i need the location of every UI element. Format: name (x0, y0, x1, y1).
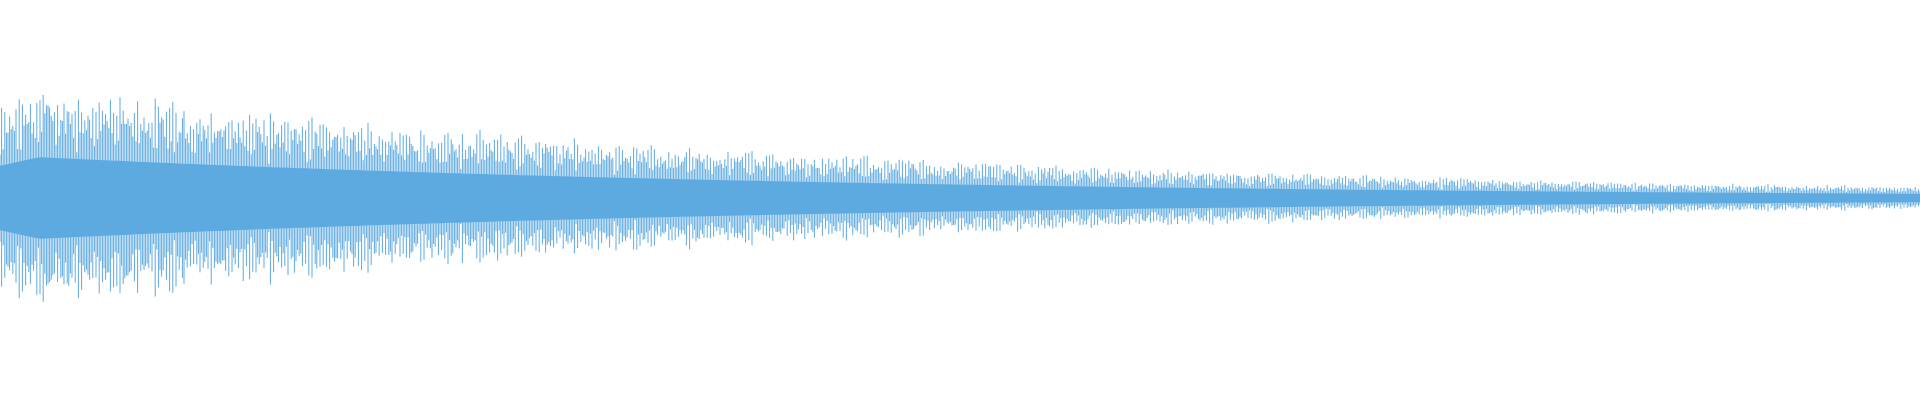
waveform-core-band (0, 157, 1920, 239)
waveform-samples (0, 94, 1920, 302)
